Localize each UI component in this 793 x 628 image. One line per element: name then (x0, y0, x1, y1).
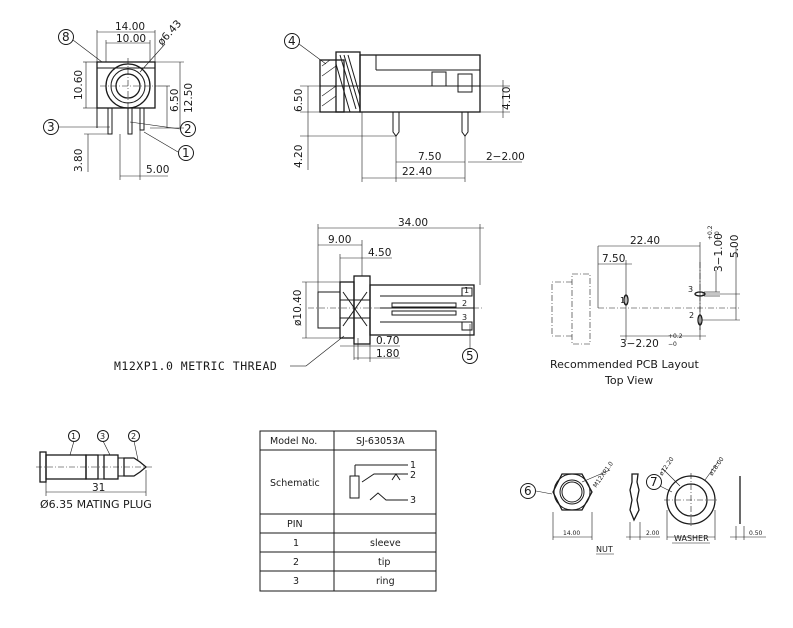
balloon-6 (520, 483, 536, 499)
top-view-nut (353, 275, 371, 345)
mating-plug: 1 3 2 31 Ø6.35 MATING PLUG (36, 430, 154, 511)
side-pin-1 (392, 112, 400, 137)
pcb-caption-subtitle: Top View (604, 374, 653, 387)
svg-text:1: 1 (182, 146, 190, 160)
svg-text:3: 3 (47, 120, 55, 134)
table-row-name: ring (376, 576, 395, 587)
dim-nut-width: 14.00 (563, 530, 580, 537)
balloon-5 (462, 348, 478, 364)
dim-top-diameter: ø10.40 (292, 290, 304, 326)
schematic-pin-1: 1 (410, 460, 416, 471)
dim-pcb-offset: 7.50 (602, 253, 625, 265)
svg-text:4: 4 (288, 34, 296, 48)
side-body (359, 54, 481, 113)
svg-text:−0: −0 (668, 341, 677, 348)
dim-front-height: 10.60 (73, 70, 85, 100)
thread-label: M12XP1.0 METRIC THREAD (114, 359, 277, 373)
dim-top-180: 1.80 (376, 348, 399, 360)
svg-text:2: 2 (184, 122, 192, 136)
side-view-hatching (321, 59, 337, 107)
dim-washer-outer: ø18.00 (708, 456, 726, 477)
nut-thread-label: M12XP1.0 (592, 460, 615, 489)
dim-top-nut-len: 4.50 (368, 247, 391, 259)
table-row-pin: 1 (293, 538, 299, 549)
svg-text:3: 3 (688, 285, 693, 294)
svg-text:1: 1 (71, 432, 76, 441)
nut-label: NUT (596, 545, 613, 554)
balloon-4 (284, 33, 300, 49)
jack-schematic: 1 2 3 (349, 460, 416, 506)
table-pin-header: PIN (287, 519, 303, 530)
table-row-pin: 3 (293, 576, 299, 587)
plug-caption: Ø6.35 MATING PLUG (40, 498, 152, 511)
table-row-name: sleeve (370, 538, 401, 549)
side-view: 6.50 4.20 4.10 7.50 2−2.00 22.40 4 (284, 33, 525, 182)
dim-front-pin-length: 3.80 (73, 149, 85, 172)
side-pin-2 (461, 112, 469, 137)
svg-text:7: 7 (650, 475, 658, 489)
pcb-hole-1 (623, 294, 629, 306)
top-view-pin-3: 3 (462, 313, 467, 322)
dim-washer-thickness: 0.50 (749, 530, 763, 537)
top-view-pin-1: 1 (464, 286, 469, 295)
dim-front-pin-pitch: 5.00 (146, 164, 169, 176)
svg-text:5: 5 (466, 349, 474, 363)
svg-text:3: 3 (100, 432, 105, 441)
dim-washer-inner: ø12.20 (658, 456, 676, 477)
svg-text:+0.2: +0.2 (668, 333, 683, 340)
top-view-pin-2: 2 (462, 299, 467, 308)
plug-tip (123, 457, 148, 477)
dim-front-diameter: ø6.43 (155, 18, 184, 48)
balloon-2 (180, 121, 196, 137)
top-view: 1 2 3 34.00 9.00 4.50 ø10.40 0.70 1.80 5… (114, 217, 484, 373)
svg-text:2: 2 (689, 311, 694, 320)
nut-hexagon (552, 473, 593, 511)
svg-text:8: 8 (62, 30, 70, 44)
dim-pcb-slot: 3−1.00 (713, 233, 725, 272)
dim-front-inner: 10.00 (116, 33, 146, 45)
dim-plug-length: 31 (92, 482, 105, 494)
dim-pcb-height: 5.00 (729, 235, 741, 258)
svg-text:−0: −0 (714, 231, 721, 240)
top-view-thread (339, 281, 355, 339)
washer-label: WASHER (674, 534, 709, 543)
dim-side-pins: 2−2.00 (486, 151, 525, 163)
pcb-caption-title: Recommended PCB Layout (550, 358, 700, 371)
dim-side-length: 22.40 (402, 166, 432, 178)
dim-top-070: 0.70 (376, 335, 399, 347)
front-view: 14.00 10.00 ø6.43 10.60 12.50 6.50 3.80 … (43, 18, 196, 180)
table-schematic-label: Schematic (270, 478, 320, 489)
table-row-pin: 2 (293, 557, 299, 568)
dim-pcb-holes: 3−2.20 (620, 338, 659, 350)
svg-text:6: 6 (524, 484, 532, 498)
dim-front-width: 14.00 (115, 21, 145, 33)
table-model-label: Model No. (270, 436, 317, 447)
svg-text:2: 2 (131, 432, 136, 441)
nut-side (629, 473, 640, 522)
schematic-pin-2: 2 (410, 470, 416, 481)
dim-side-top: 4.10 (501, 87, 513, 110)
nut-washer: 6 M12XP1.0 14.00 NUT 2.00 7 ø12.20 ø18.0… (520, 456, 766, 555)
dim-nut-thickness: 2.00 (646, 530, 660, 537)
dim-top-thread-len: 9.00 (328, 234, 351, 246)
dim-front-total-height: 12.50 (183, 83, 195, 113)
balloon-7 (646, 474, 662, 490)
pcb-layout: 22.40 7.50 1 3 2 3−1.00 +0.2 −0 5.00 3−2… (550, 225, 741, 387)
dim-front-center: 6.50 (169, 89, 181, 112)
spec-table: Model No. SJ-63053A Schematic 1 2 3 PIN … (259, 430, 437, 592)
svg-text:+0.2: +0.2 (707, 225, 714, 240)
top-view-body (369, 284, 475, 336)
dim-side-body-height: 6.50 (293, 89, 305, 112)
table-row-name: tip (378, 557, 390, 568)
dim-top-total: 34.00 (398, 217, 428, 229)
dim-pcb-span: 22.40 (630, 235, 660, 247)
dim-side-pin-spacing: 7.50 (418, 151, 441, 163)
dim-side-pin-down: 4.20 (293, 145, 305, 168)
schematic-pin-3: 3 (410, 495, 416, 506)
table-model-value: SJ-63053A (356, 436, 405, 447)
balloon-1 (178, 145, 194, 161)
svg-text:1: 1 (620, 296, 625, 305)
balloon-8 (58, 29, 74, 45)
